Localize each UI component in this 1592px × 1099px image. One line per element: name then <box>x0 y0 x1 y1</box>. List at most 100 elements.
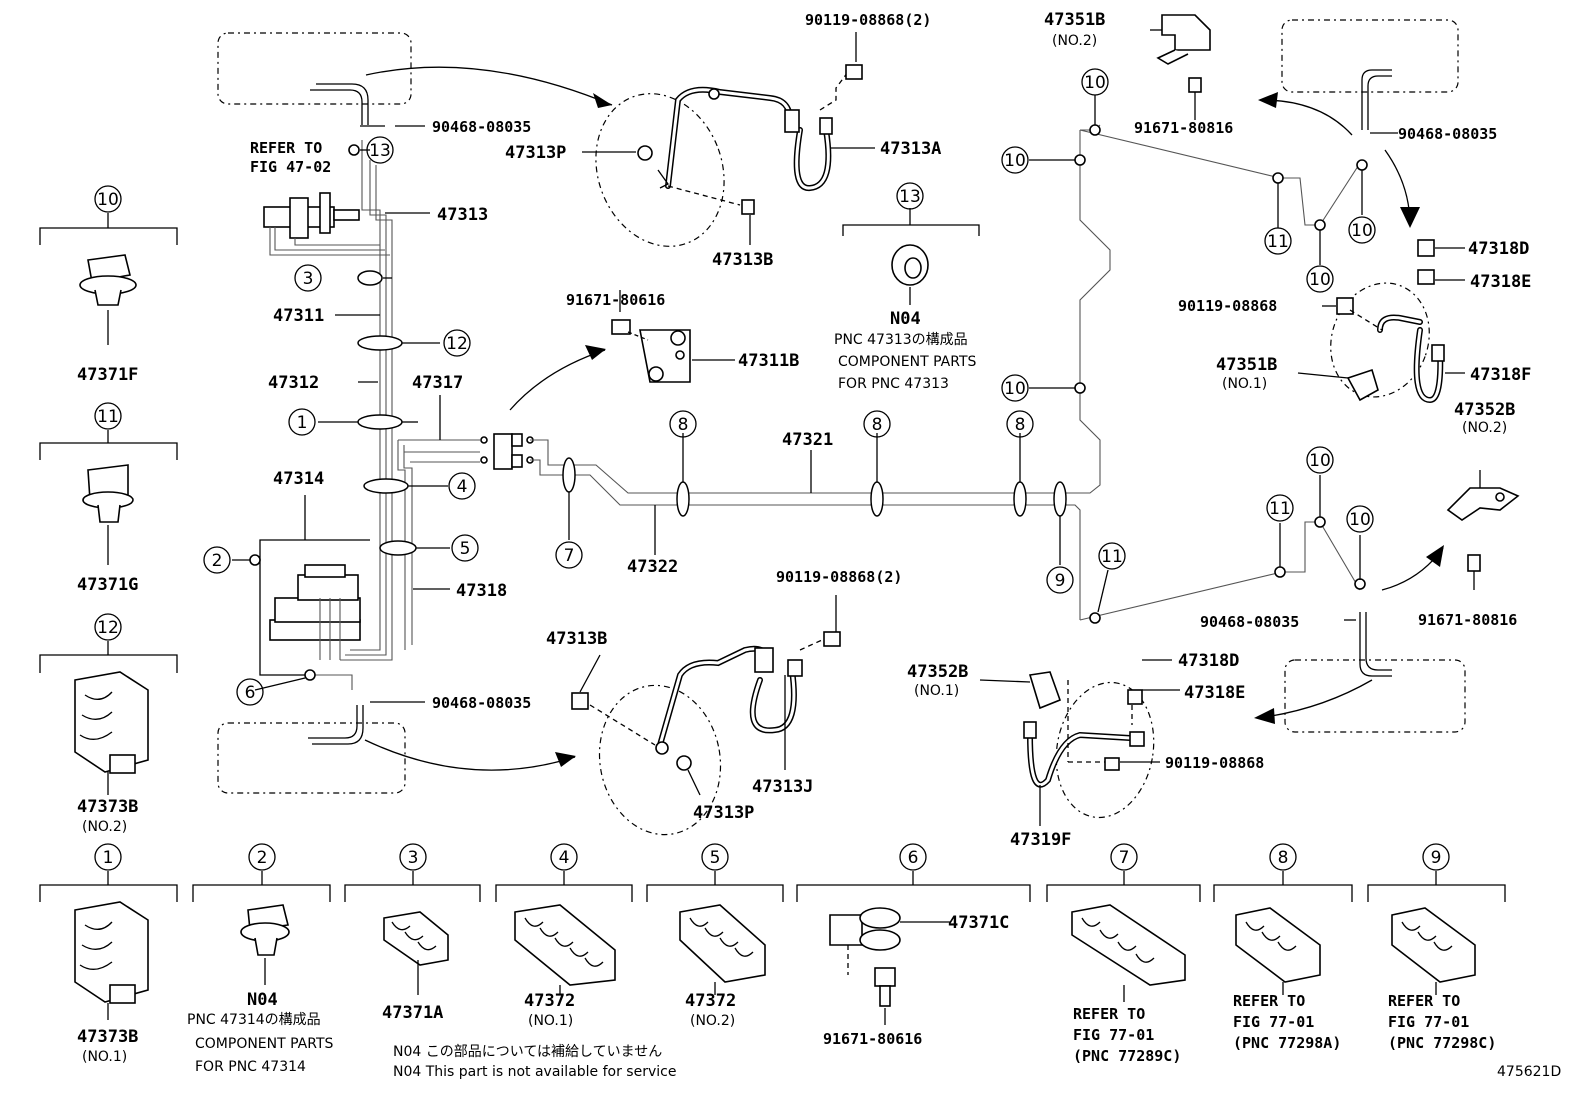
svg-text:11: 11 <box>97 407 119 427</box>
callout-6-b: 6 <box>899 843 927 871</box>
svg-text:8: 8 <box>1278 848 1289 868</box>
svg-text:10: 10 <box>1004 379 1026 399</box>
front-right-reference-box <box>1258 19 1459 228</box>
label-pnc-77298C: (PNC 77298C) <box>1388 1034 1496 1052</box>
label-90119-08868-bot: 90119-08868 <box>1165 754 1264 772</box>
bracket-47311B <box>611 290 691 383</box>
callout-11-c: 11 <box>1098 542 1126 570</box>
label-47314: 47314 <box>273 469 324 489</box>
label-47373B-no1: 47373B <box>77 1027 138 1047</box>
callout-3: 3 <box>294 264 322 292</box>
label-no2-d: (NO.2) <box>690 1013 735 1029</box>
label-no1-d: (NO.1) <box>528 1013 573 1029</box>
callout-7-b: 7 <box>1110 843 1138 871</box>
svg-text:1: 1 <box>297 413 308 433</box>
svg-text:8: 8 <box>678 415 689 435</box>
svg-text:10: 10 <box>1349 510 1371 530</box>
bracket-47352B-no2 <box>1446 470 1520 590</box>
label-47318D-top: 47318D <box>1468 239 1529 259</box>
label-47372-no1: 47372 <box>524 991 575 1011</box>
callout-6-a: 6 <box>236 678 264 706</box>
svg-text:6: 6 <box>245 683 256 703</box>
svg-text:10: 10 <box>1309 451 1331 471</box>
label-no2-a: (NO.2) <box>1052 33 1097 49</box>
label-47351B-no2: 47351B <box>1044 10 1105 30</box>
label-47318: 47318 <box>456 581 507 601</box>
label-47313A: 47313A <box>880 139 941 159</box>
label-for-pnc-47313: FOR PNC 47313 <box>838 376 949 392</box>
label-N04-2: N04 <box>247 990 278 1010</box>
callout-8-b: 8 <box>863 410 891 438</box>
label-fig-77-01-7: FIG 77-01 <box>1073 1026 1154 1044</box>
brake-hose-47313J <box>571 631 841 836</box>
svg-text:5: 5 <box>710 848 721 868</box>
svg-text:10: 10 <box>1084 73 1106 93</box>
label-fig-77-01-8: FIG 77-01 <box>1233 1013 1314 1031</box>
label-no2-c: (NO.2) <box>82 819 127 835</box>
label-91671-80816-right: 91671-80816 <box>1418 611 1517 629</box>
svg-text:7: 7 <box>1119 848 1130 868</box>
label-47311: 47311 <box>273 306 324 326</box>
svg-text:4: 4 <box>457 477 468 497</box>
callout-9-b: 9 <box>1422 843 1450 871</box>
callout-11-d: 11 <box>94 402 122 430</box>
label-90119-08868-2-top: 90119-08868(2) <box>805 11 931 29</box>
label-47321: 47321 <box>782 430 833 450</box>
clip-47371G-11 <box>39 430 178 565</box>
tube-union-joint <box>480 433 534 470</box>
bottom-part-frames <box>39 871 1506 902</box>
callout-8-c: 8 <box>1006 410 1034 438</box>
abs-actuator <box>269 564 361 660</box>
callout-5-b: 5 <box>701 843 729 871</box>
svg-text:1: 1 <box>103 848 114 868</box>
label-47319F: 47319F <box>1010 830 1071 850</box>
label-no1-c: (NO.1) <box>82 1049 127 1065</box>
label-fig-47-02: FIG 47-02 <box>250 158 331 176</box>
callout-13-b: 13 <box>896 182 924 210</box>
callout-10-g: 10 <box>1346 505 1374 533</box>
label-47313P-mid: 47313P <box>693 803 754 823</box>
front-left-wheel-reference-box <box>217 32 613 125</box>
label-no2-b: (NO.2) <box>1462 420 1507 436</box>
part-labels: 90119-08868(2) 47313P 47313A 47313B 9046… <box>77 10 1561 1080</box>
label-47313B-top: 47313B <box>712 250 773 270</box>
svg-text:5: 5 <box>460 539 471 559</box>
label-90468-08035-a: 90468-08035 <box>432 118 531 136</box>
clip-47371F-10 <box>39 213 178 345</box>
label-no1-a: (NO.1) <box>1222 376 1267 392</box>
callout-10-d: 10 <box>1306 265 1334 293</box>
svg-text:10: 10 <box>1351 221 1373 241</box>
callout-11-a: 11 <box>1264 227 1292 255</box>
callout-4: 4 <box>448 472 476 500</box>
label-47311B: 47311B <box>738 351 799 371</box>
svg-text:12: 12 <box>97 618 119 638</box>
label-91671-80616-bot: 91671-80616 <box>823 1030 922 1048</box>
clip-N04-2 <box>240 904 290 985</box>
callout-2-a: 2 <box>203 546 231 574</box>
callout-10-a: 10 <box>1081 68 1109 96</box>
label-refer-to-9: REFER TO <box>1388 992 1460 1010</box>
junction-dots <box>249 124 1368 681</box>
label-47317: 47317 <box>412 373 463 393</box>
front-brake-hose-47313A <box>595 64 863 247</box>
brake-hose-47318F <box>1330 239 1445 404</box>
label-90468-08035-b: 90468-08035 <box>432 694 531 712</box>
label-figure-id: 475621D <box>1497 1064 1561 1080</box>
label-47318E-top: 47318E <box>1470 272 1531 292</box>
clamp-47371A-3 <box>383 911 449 995</box>
label-pnc-77298A: (PNC 77298A) <box>1233 1034 1341 1052</box>
svg-text:11: 11 <box>1269 499 1291 519</box>
callout-10-b: 10 <box>1001 146 1029 174</box>
label-47351B-no1: 47351B <box>1216 355 1277 375</box>
label-47371C: 47371C <box>948 913 1009 933</box>
clamp-fig77-7 <box>1071 904 1186 1002</box>
callout-7-a: 7 <box>555 541 583 569</box>
callout-1: 1 <box>288 408 316 436</box>
callout-8-a: 8 <box>669 410 697 438</box>
label-47313J: 47313J <box>752 777 813 797</box>
callout-11-b: 11 <box>1266 494 1294 522</box>
label-47313P-top: 47313P <box>505 143 566 163</box>
svg-text:6: 6 <box>908 848 919 868</box>
label-90119-08868-2-mid: 90119-08868(2) <box>776 568 902 586</box>
callout-10-h: 10 <box>94 185 122 213</box>
